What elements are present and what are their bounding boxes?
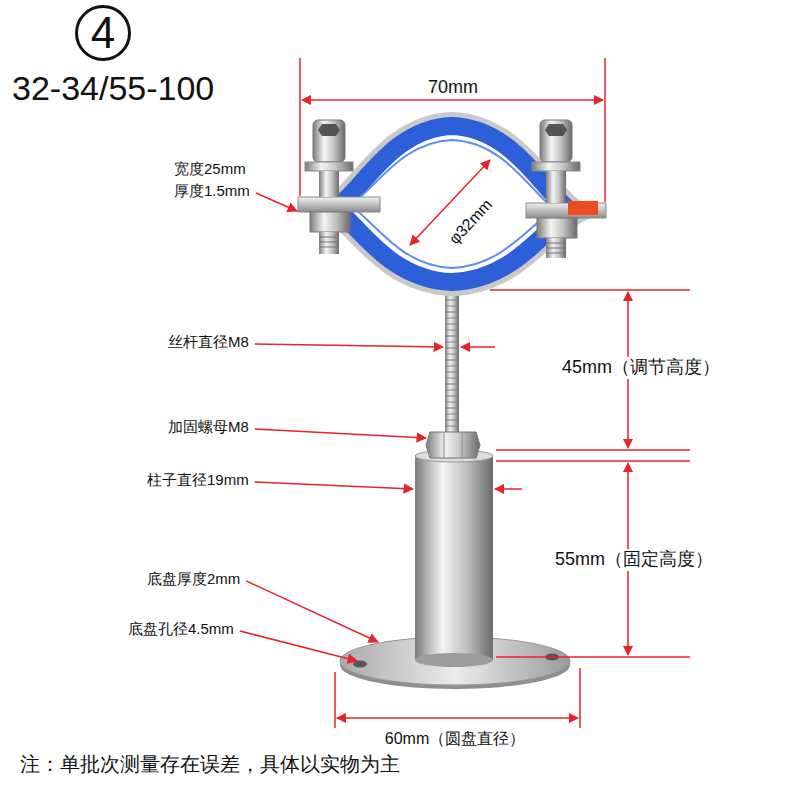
dimension-label: 加固螺母M8 [166,418,251,436]
column [415,450,493,667]
dimension-lines [300,58,690,728]
clamp-screw [532,120,580,258]
dimension-label: 45mm（调节高度） [560,357,722,379]
callout-circle: 4 [74,4,132,62]
dimension-label: 丝杆直径M8 [166,333,251,351]
callout-number: 4 [74,4,132,62]
dimension-label: 厚度1.5mm [172,182,252,200]
clamp-screw [305,120,353,254]
lock-nut [426,432,480,458]
leader-arrow [255,429,426,438]
leader-arrow [255,344,443,347]
dimension-label: 底盘厚度2mm [145,570,242,588]
dimension-label: 宽度25mm [172,160,248,178]
dimension-label: 55mm（固定高度） [553,549,715,571]
dimension-label: 柱子直径19mm [145,471,251,489]
dimension-label: 底盘孔径4.5mm [126,620,236,638]
dimension-label: 70mm [426,77,480,99]
leader-arrow [240,631,357,661]
model-range: 32-34/55-100 [12,68,214,109]
dimension-label: 60mm（圆盘直径） [383,729,527,748]
leader-arrow [246,581,378,642]
note-text: 注：单批次测量存在误差，具体以实物为主 [18,752,402,776]
leader-arrow [256,193,297,211]
leader-arrow [255,482,413,489]
